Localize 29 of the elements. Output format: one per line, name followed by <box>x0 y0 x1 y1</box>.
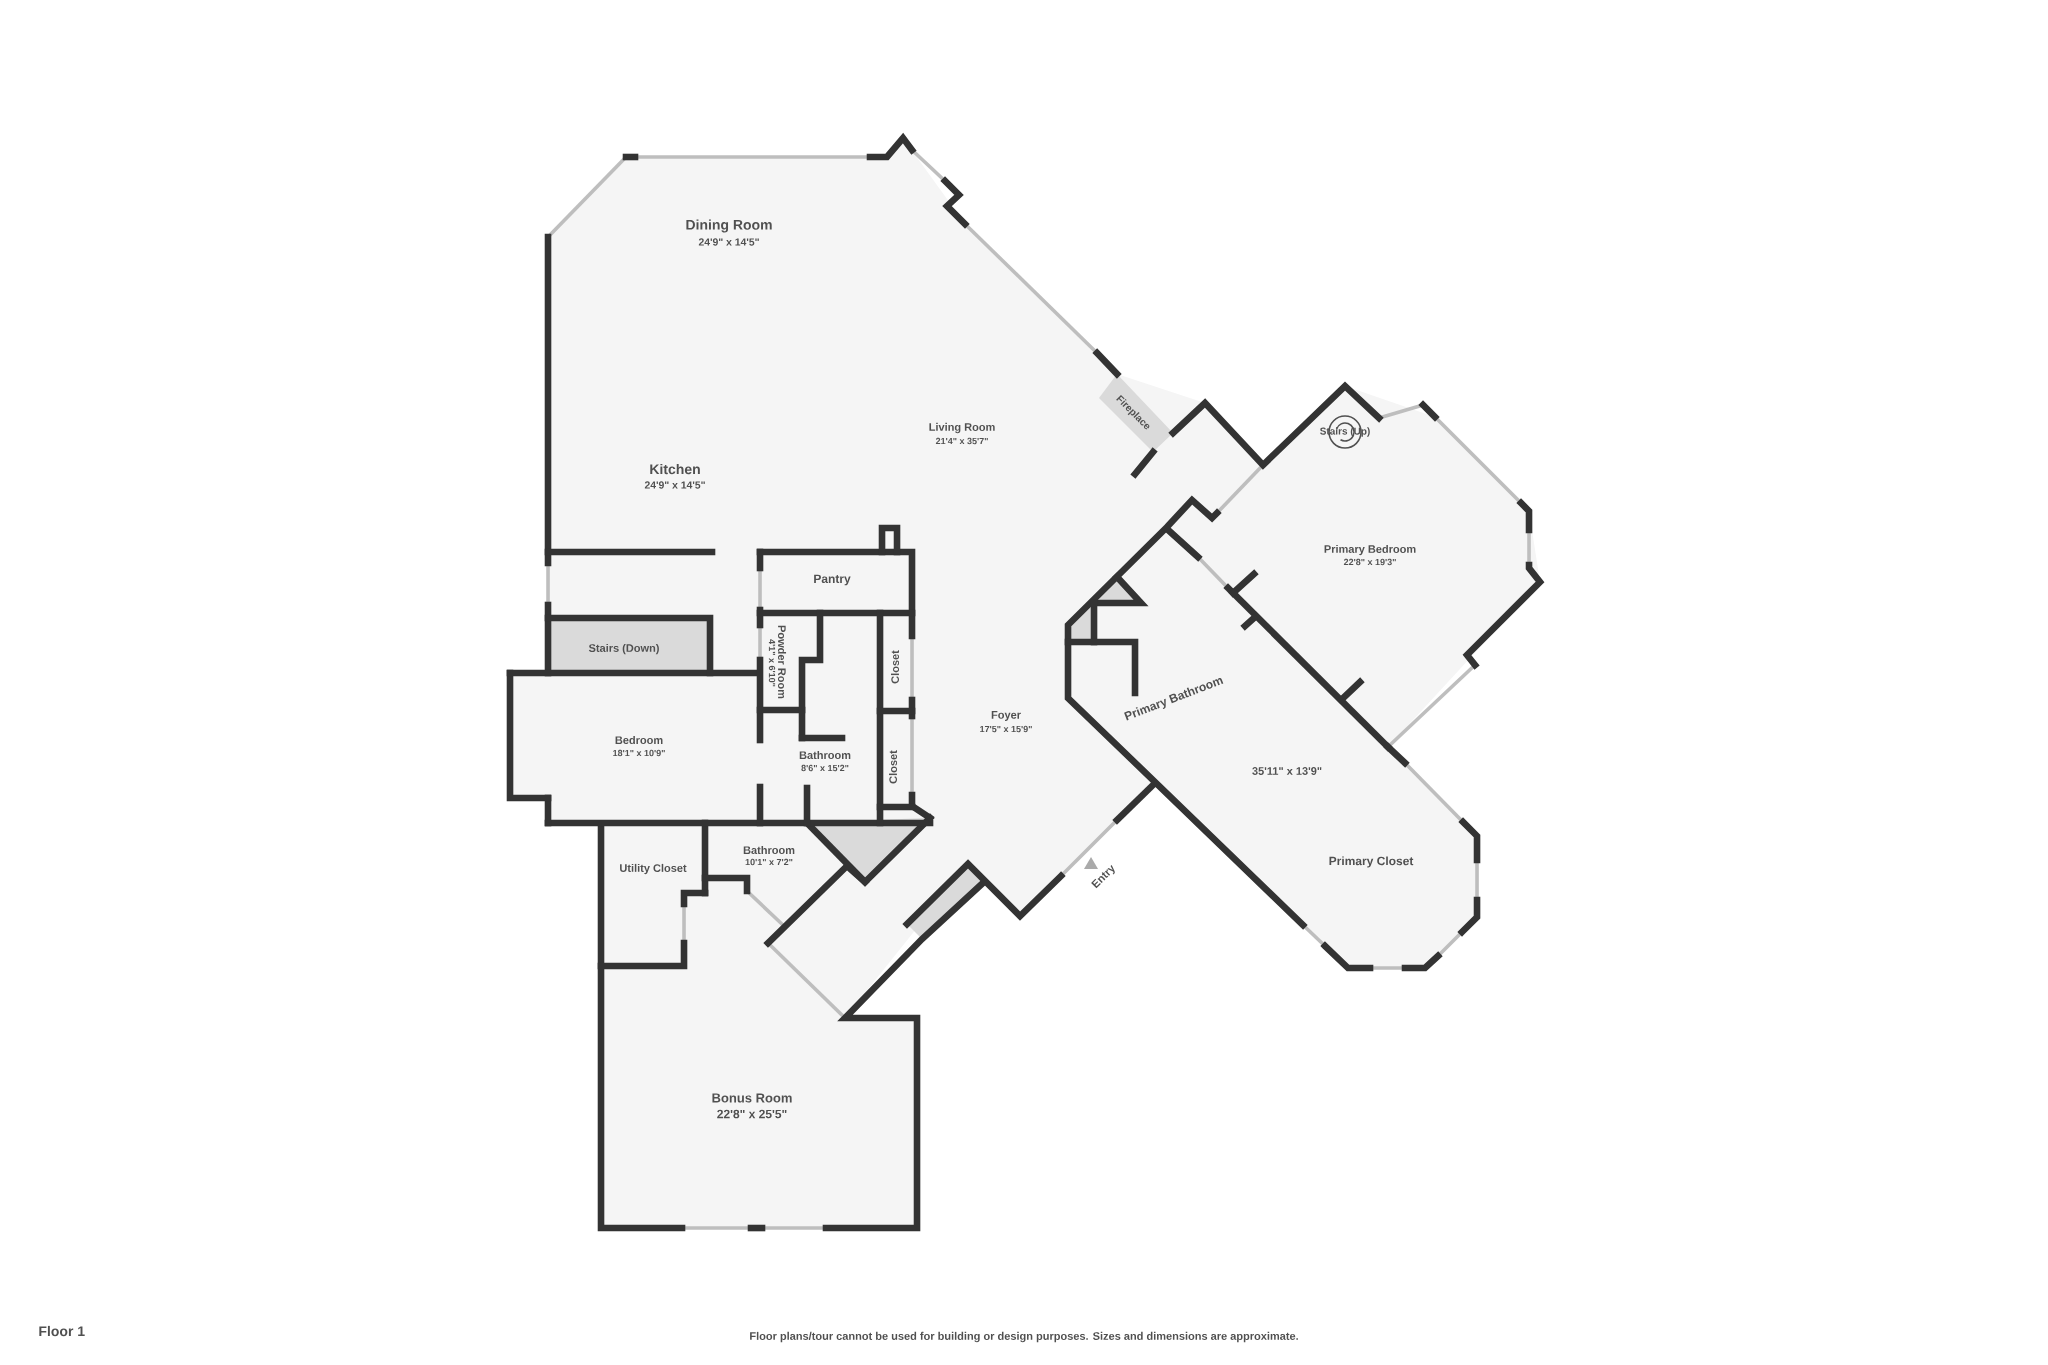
dimension-label: 24'9" x 14'5" <box>644 481 705 489</box>
room-label: Bathroom <box>799 750 851 760</box>
room-label: Bedroom <box>615 735 663 745</box>
dimension-label: 10'1" x 7'2" <box>745 858 793 866</box>
room-label: Primary Bedroom <box>1324 544 1416 556</box>
room-label: Powder Room <box>778 625 787 699</box>
floor-label: Floor 1 <box>39 1325 85 1337</box>
dimension-label: 4'1" x 6'10" <box>768 639 776 687</box>
room-label: Bathroom <box>743 846 795 855</box>
room-label: Primary Closet <box>1329 856 1414 868</box>
room-label: Closet <box>891 650 900 684</box>
room-label: Bonus Room <box>712 1093 792 1103</box>
dimension-label: 22'8" x 19'3" <box>1343 558 1396 566</box>
room-label: Utility Closet <box>620 863 687 875</box>
room-label: Kitchen <box>650 463 700 475</box>
room-label: Closet <box>889 750 898 784</box>
disclaimer-note: Floor plans/tour cannot be used for building or design purposes. Sizes and dimensions are approximate. <box>750 1331 1298 1343</box>
dimension-label: 21'4" x 35'7" <box>935 437 988 445</box>
dimension-label: 35'11" x 13'9" <box>1252 767 1322 775</box>
room-label: Stairs (Down) <box>588 643 659 655</box>
room-label: Pantry <box>814 574 851 586</box>
room-label: Living Room <box>929 422 995 434</box>
dimension-label: 8'6" x 15'2" <box>801 764 849 772</box>
room-label: Foyer <box>991 711 1021 721</box>
dimension-label: 17'5" x 15'9" <box>980 725 1032 733</box>
dimension-label: 18'1" x 10'9" <box>613 749 665 757</box>
room-label: Dining Room <box>686 219 772 233</box>
dimension-label: 24'9" x 14'5" <box>698 238 759 246</box>
dimension-label: 22'8" x 25'5" <box>717 1109 787 1119</box>
